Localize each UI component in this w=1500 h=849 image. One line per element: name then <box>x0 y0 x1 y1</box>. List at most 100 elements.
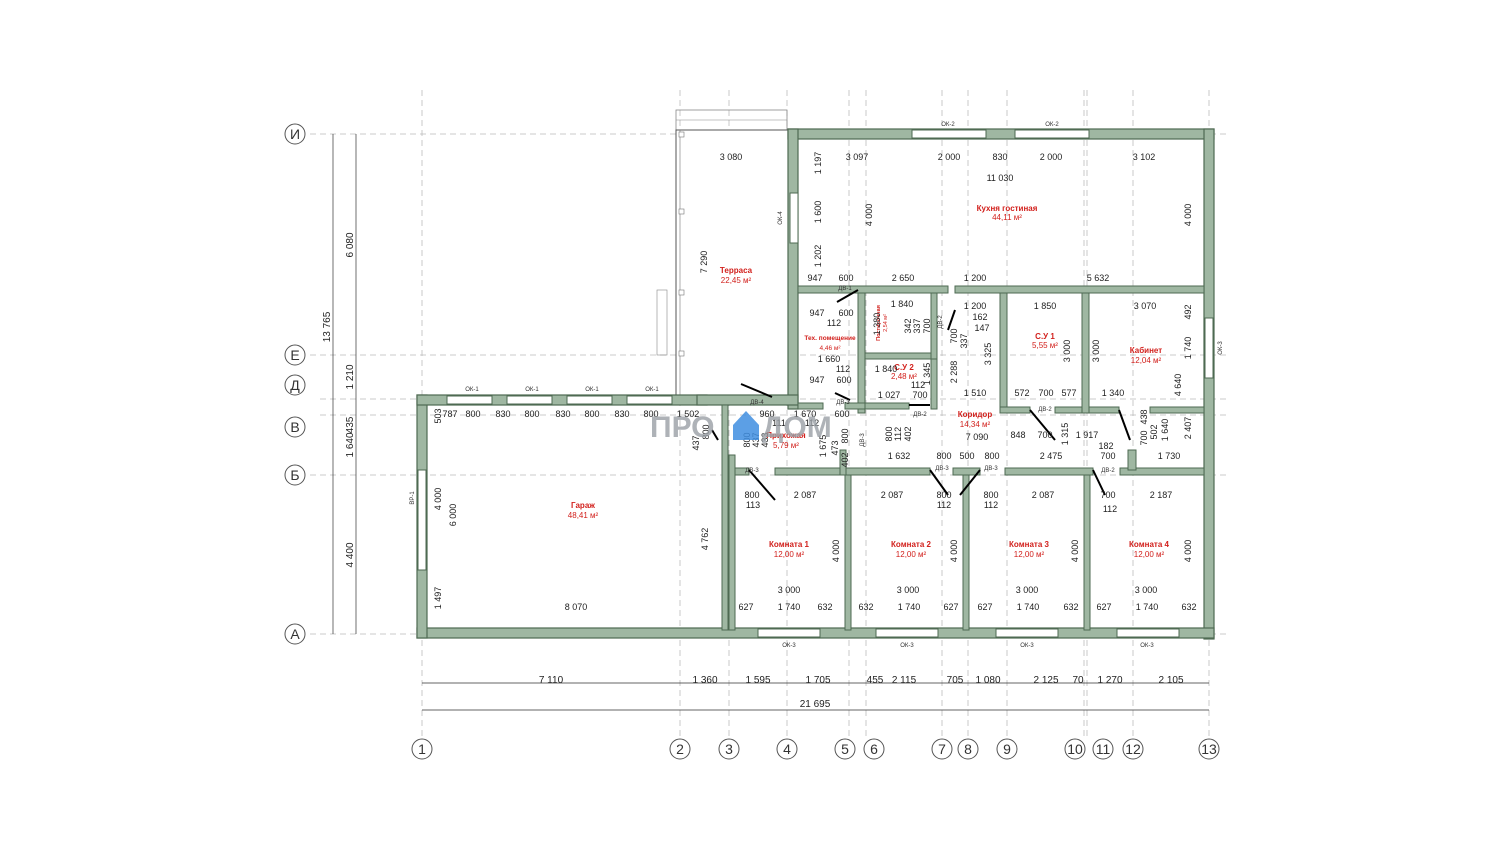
dim: 1 740 <box>778 602 801 612</box>
dim: 3 000 <box>1135 585 1158 595</box>
dim: 1 340 <box>1102 388 1125 398</box>
dim: 830 <box>495 409 510 419</box>
door-tag: ДВ-3 <box>984 466 998 472</box>
window-tag: ОК-3 <box>1218 341 1224 355</box>
dim: 830 <box>992 152 1007 162</box>
axis-12: 12 <box>1125 741 1141 757</box>
prodom-logo: ПРО ДОМ <box>650 411 832 444</box>
dim: 500 <box>959 451 974 461</box>
dim: 1 200 <box>964 301 987 311</box>
dim: 1 850 <box>1034 301 1057 311</box>
room-area-room3: 12,00 м² <box>1014 550 1045 559</box>
door-tag: ДВ-3 <box>745 468 759 474</box>
dim: 600 <box>838 308 853 318</box>
dim: 1 740 <box>1017 602 1040 612</box>
terrace <box>656 109 791 396</box>
dim: 492 <box>1183 304 1193 319</box>
dim: 4 000 <box>1183 540 1193 563</box>
dim: 1 675 <box>818 435 828 458</box>
dim: 572 <box>1014 388 1029 398</box>
axis-7: 7 <box>938 741 946 757</box>
room-name-room3: Комната 3 <box>1009 540 1049 549</box>
room-area-tech: 4,46 м² <box>819 345 841 352</box>
room-area-garage: 48,41 м² <box>568 511 599 520</box>
house-icon <box>733 411 759 440</box>
axis-5: 5 <box>841 741 849 757</box>
dim: 3 097 <box>846 152 869 162</box>
rooms-dimensions: 800 2 087 113 2 087 800 112 800 2 087 11… <box>738 490 1196 612</box>
door-tag: ДВ-2 <box>1038 407 1052 413</box>
dim: 632 <box>1181 602 1196 612</box>
dim: 111 <box>772 418 786 428</box>
kitchen-dimensions: 3 080 1 197 3 097 2 000 830 2 000 3 102 … <box>699 152 1193 283</box>
logo-text-right: ДОМ <box>762 411 832 444</box>
dim: 8 070 <box>565 602 588 612</box>
dim: 162 <box>972 312 987 322</box>
dim: 3 000 <box>1062 340 1072 363</box>
dim: 787 <box>442 409 457 419</box>
door-tag: ДВ-2 <box>938 315 944 329</box>
dim: 2 650 <box>892 273 915 283</box>
door-tag: ДВ-2 <box>1101 468 1115 474</box>
dim: 830 <box>614 409 629 419</box>
dim: 112 <box>836 364 850 374</box>
dim-bottom: 2 125 <box>1033 675 1058 686</box>
room-name-corridor: Коридор <box>958 410 993 419</box>
dim: 700 <box>1037 430 1052 440</box>
inner-walls <box>721 285 1205 631</box>
corridor-dimensions: 1 200 162 147 700 337 2 288 3 325 1 510 … <box>884 301 1180 461</box>
dim: 342 <box>903 318 913 333</box>
dim: 700 <box>1139 430 1149 445</box>
dim-bottom: 2 105 <box>1158 675 1183 686</box>
window-tag: ОК-3 <box>1020 643 1034 649</box>
dim: 2 475 <box>1040 451 1063 461</box>
dim: 1 730 <box>1158 451 1181 461</box>
dim: 3 000 <box>897 585 920 595</box>
dim-bottom: 705 <box>947 675 964 686</box>
wc1-office-dimensions: 1 850 3 000 572 700 577 3 070 3 000 492 … <box>1014 301 1193 446</box>
dim: 800 <box>936 490 951 500</box>
dim: 2 087 <box>1032 490 1055 500</box>
dim-bottom: 455 <box>867 675 884 686</box>
laundry-wc2-dimensions: 1 840 342 337 700 1 840 1 345 112 1 027 … <box>875 299 932 400</box>
dim: 3 102 <box>1133 152 1156 162</box>
dim: 1 740 <box>1183 337 1193 360</box>
dim: 4 000 <box>864 204 874 227</box>
dim: 337 <box>959 333 969 348</box>
dim: 1 632 <box>888 451 911 461</box>
axis-2: 2 <box>676 741 684 757</box>
dim: 1 202 <box>813 245 823 268</box>
dim: 112 <box>984 500 998 510</box>
dim: 4 000 <box>433 488 443 511</box>
dim: 1 197 <box>813 152 823 175</box>
dim: 1 917 <box>1076 430 1099 440</box>
axis-bubbles-vertical: И Е Д В Б А <box>284 123 306 645</box>
dim: 502 <box>1149 424 1159 439</box>
room-area-laundry: 2,54 м² <box>883 314 889 332</box>
room-area-corridor: 14,34 м² <box>960 420 991 429</box>
dim: 947 <box>809 375 824 385</box>
room-area-wc2: 2,48 м² <box>891 372 917 381</box>
dim: 800 <box>524 409 539 419</box>
dim: 433 <box>760 432 770 447</box>
dim: 112 <box>805 418 819 428</box>
dim: 7 090 <box>966 432 989 442</box>
opening-tags: ОК-2 ОК-2 ОК-1 ОК-1 ОК-1 ОК-1 ОК-3 ОК-3 … <box>410 122 1224 649</box>
outer-dimension-lines <box>332 134 1209 711</box>
room-name-laundry: Постирочная <box>876 305 882 341</box>
dim: 960 <box>759 409 774 419</box>
dim: 800 <box>643 409 658 419</box>
dim: 700 <box>1038 388 1053 398</box>
dim: 337 <box>912 318 922 333</box>
door-tag: ДВ-1 <box>838 286 852 292</box>
dim: 2 000 <box>1040 152 1063 162</box>
dim: 627 <box>738 602 753 612</box>
room-name-room4: Комната 4 <box>1129 540 1169 549</box>
door-tag: ДВ-3 <box>860 433 866 447</box>
window-tag: ОК-4 <box>778 211 784 225</box>
dim-bottom: 1 080 <box>975 675 1000 686</box>
axis-8: 8 <box>964 741 972 757</box>
room-area-wc1: 5,55 м² <box>1032 341 1058 350</box>
axis-13: 13 <box>1201 741 1217 757</box>
bottom-dimensions: 7 110 1 360 1 595 1 705 455 2 115 705 1 … <box>539 675 1184 710</box>
